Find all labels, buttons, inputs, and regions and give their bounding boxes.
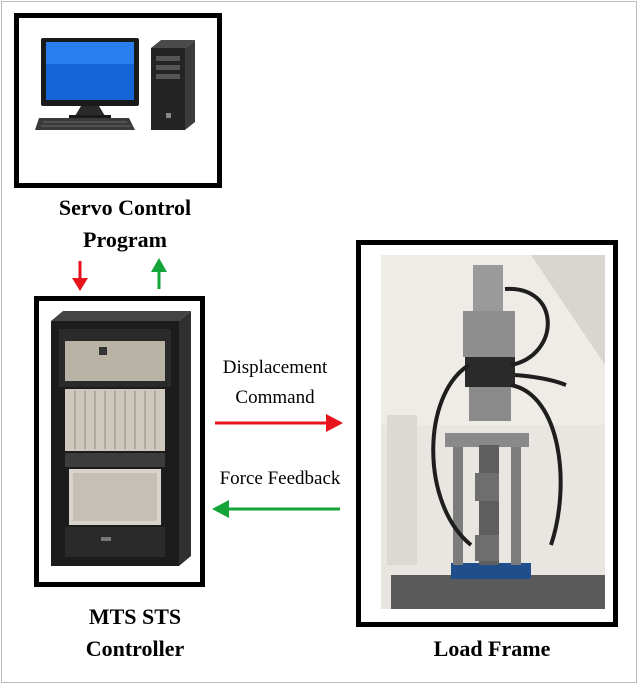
displacement-command-label: Displacement Command: [222, 357, 328, 408]
controller-label: MTS STS Controller: [85, 604, 185, 661]
computer-label: Servo Control Program: [58, 195, 192, 252]
load-frame-label: Load Frame: [433, 636, 551, 661]
computer-illustration: [35, 38, 195, 130]
load-frame-box: [356, 240, 618, 627]
controller-illustration: [51, 311, 191, 566]
controller-box: [34, 296, 205, 587]
force-feedback-label: Force Feedback: [219, 468, 341, 489]
load-frame-illustration: [381, 255, 605, 609]
computer-box: [14, 13, 222, 188]
